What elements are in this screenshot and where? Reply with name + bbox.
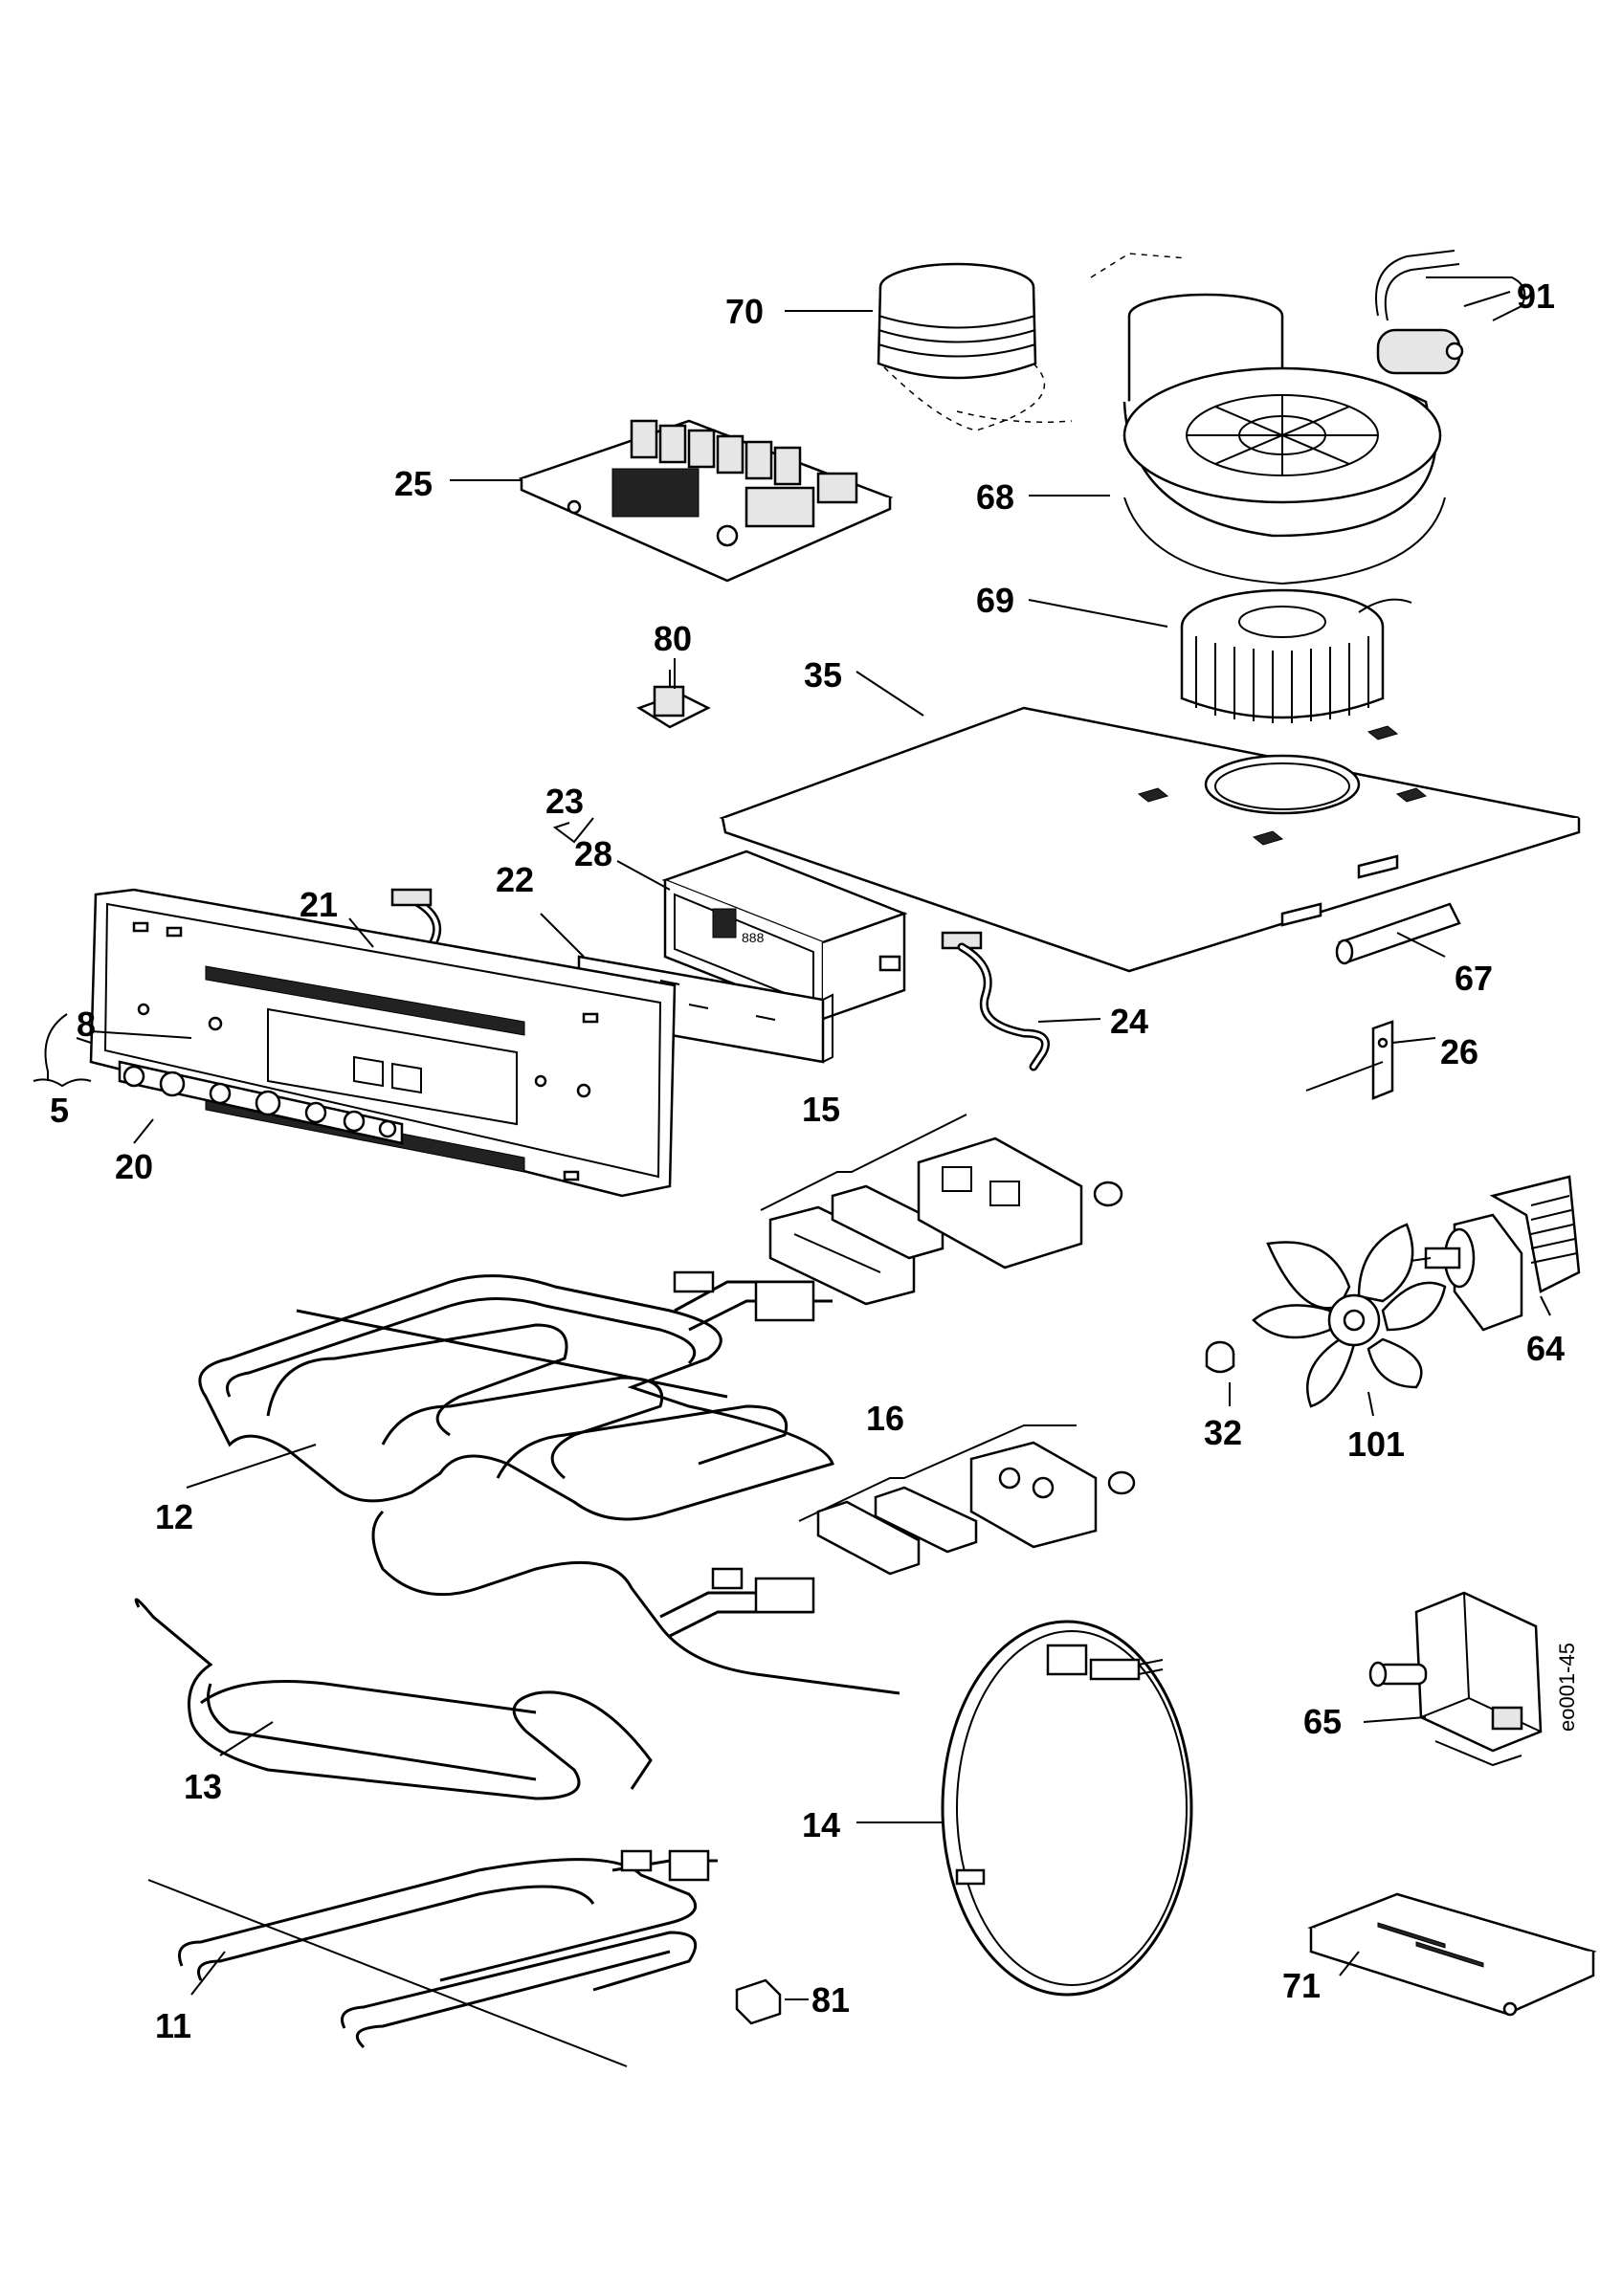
leader-lines — [33, 291, 1551, 2000]
part-13-bottom-element — [134, 1510, 900, 1800]
label-part-11: 11 — [155, 2006, 191, 2045]
label-part-23: 23 — [545, 782, 584, 821]
part-68-fan-housing — [956, 253, 1446, 585]
label-part-101: 101 — [1347, 1424, 1405, 1464]
part-67-tube — [1335, 902, 1461, 965]
part-20-knob-board — [90, 1030, 404, 1145]
part-101-fan-blade — [1252, 1223, 1447, 1408]
part-81-clip — [735, 1978, 782, 2025]
part-32-nut — [1205, 1340, 1235, 1374]
label-part-70: 70 — [725, 292, 764, 331]
part-80-small-switch — [636, 670, 711, 729]
part-71-cover — [1307, 1892, 1597, 2017]
label-part-14: 14 — [802, 1805, 840, 1844]
part-5-control-panel-frame — [89, 888, 677, 1198]
label-part-28: 28 — [574, 834, 612, 873]
part-24-ribbon-cable — [941, 931, 1050, 1071]
label-part-32: 32 — [1204, 1413, 1242, 1452]
part-65-timer — [1368, 1591, 1543, 1767]
label-part-65: 65 — [1303, 1702, 1342, 1741]
part-11-lower-element — [147, 1849, 718, 2067]
label-part-20: 20 — [115, 1147, 153, 1186]
part-25-control-board — [518, 419, 894, 583]
part-28-display-module: 888 — [661, 850, 908, 1021]
label-part-68: 68 — [976, 477, 1014, 517]
part-70-collar-ring — [877, 262, 1045, 431]
label-part-22: 22 — [496, 860, 534, 899]
label-part-26: 26 — [1440, 1032, 1478, 1071]
label-part-91: 91 — [1517, 276, 1555, 316]
part-15-terminal-block-set — [768, 1137, 1123, 1306]
diagram-code-label: eo001-45 — [1555, 1643, 1579, 1732]
label-part-15: 15 — [802, 1090, 840, 1129]
part-91-capacitor — [1375, 250, 1526, 375]
label-part-21: 21 — [300, 885, 338, 924]
part-69-blower-wheel — [1180, 588, 1412, 723]
label-part-13: 13 — [184, 1767, 222, 1806]
label-part-25: 25 — [394, 464, 433, 503]
label-part-81: 81 — [811, 1980, 850, 2020]
label-part-64: 64 — [1526, 1329, 1565, 1368]
label-part-67: 67 — [1455, 959, 1493, 998]
part-35-cover-plate — [719, 706, 1581, 973]
label-part-71: 71 — [1282, 1966, 1321, 2005]
label-part-69: 69 — [976, 581, 1014, 620]
label-part-80: 80 — [654, 619, 692, 658]
label-part-8: 8 — [77, 1004, 96, 1044]
label-part-24: 24 — [1110, 1002, 1148, 1041]
part-64-fan-motor — [1396, 1175, 1581, 1332]
part-26-sensor-bracket — [1305, 1020, 1394, 1100]
label-part-16: 16 — [866, 1399, 904, 1438]
part-labels: 70 91 25 68 69 80 35 23 28 22 21 67 24 2… — [50, 276, 1579, 2045]
label-part-5: 5 — [50, 1091, 69, 1130]
part-16-terminal-block-set — [816, 1441, 1136, 1576]
part-14-ring-element — [941, 1620, 1193, 1997]
label-part-35: 35 — [804, 655, 842, 695]
label-part-12: 12 — [155, 1497, 193, 1536]
part-12-grill-element — [198, 1270, 834, 1521]
svg-text:888: 888 — [742, 930, 765, 945]
